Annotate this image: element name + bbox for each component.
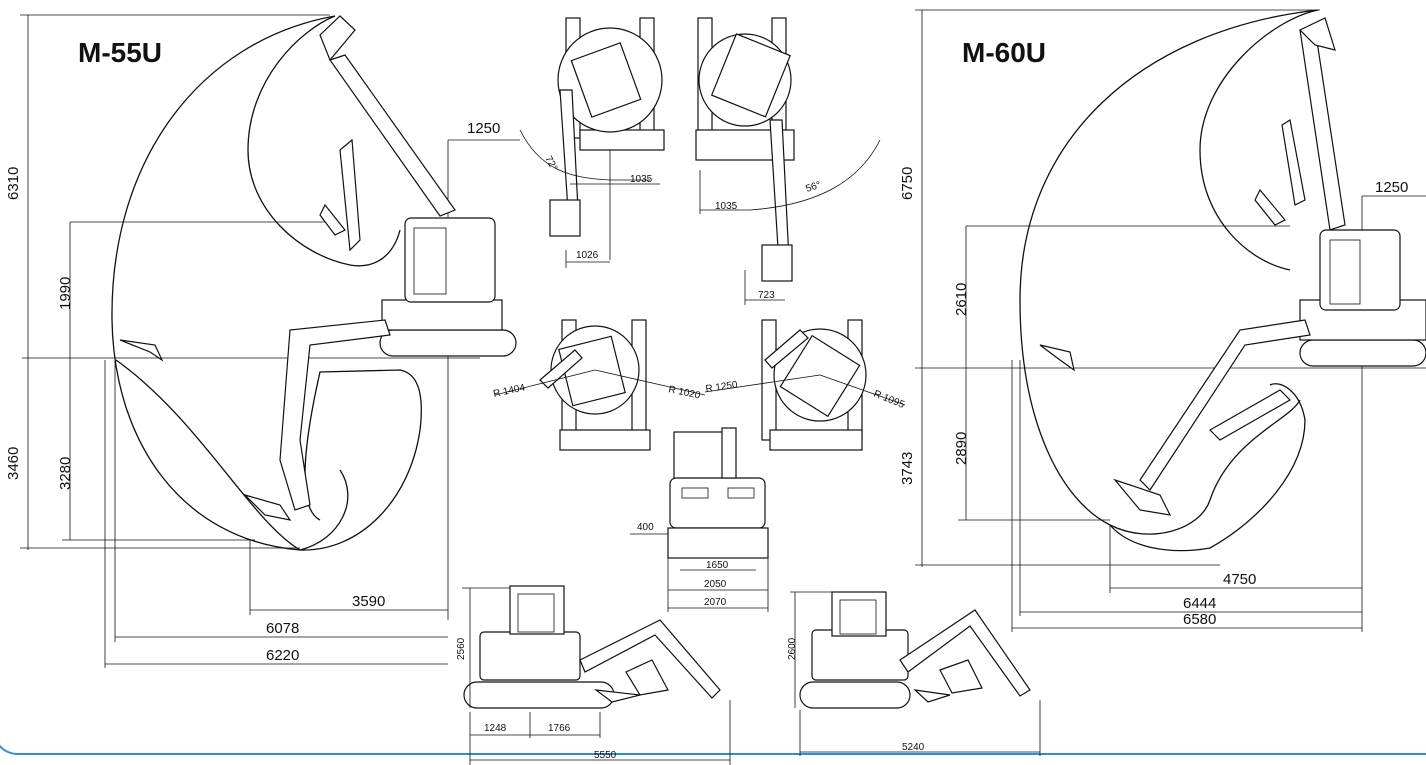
side-right-track xyxy=(799,681,911,709)
right-envelope-lower xyxy=(1109,383,1306,552)
right-model-title: M-60U xyxy=(962,37,1046,68)
radius-3: R 1250 xyxy=(705,380,739,395)
swing-left-angle: 72° xyxy=(542,154,559,173)
right-dim-reach-dig: 4750 xyxy=(1223,571,1256,588)
left-dim-above: 1990 xyxy=(57,277,74,310)
right-dim-swing-tail: 1250 xyxy=(1375,179,1408,196)
offset-left-inner: 1026 xyxy=(576,250,599,261)
side-left-height: 2560 xyxy=(456,637,467,660)
left-track xyxy=(379,329,517,357)
side-left-length: 5550 xyxy=(594,750,617,761)
top-view-radius-right: R 1250 R 1095 xyxy=(705,319,906,451)
side-right-height: 2600 xyxy=(787,637,798,660)
side-left-track xyxy=(463,681,615,709)
right-excavator xyxy=(1039,17,1426,516)
offset-right-inner: 723 xyxy=(758,290,775,301)
blade-height: 400 xyxy=(637,522,654,533)
side-view-left: 2560 1248 1766 5550 xyxy=(456,585,731,765)
left-envelope-inner xyxy=(247,15,401,267)
side-left-tracks: 1766 xyxy=(548,723,571,734)
left-envelope-lower xyxy=(115,359,349,551)
right-dim-lines xyxy=(915,9,1426,632)
front-view: 400 1650 2050 2070 xyxy=(630,427,769,612)
front-width: 2050 xyxy=(704,579,727,590)
left-working-range: M-55U 1250 6310 1990 3280 3460 3590 6078… xyxy=(5,14,520,668)
right-working-range: M-60U 1250 6750 2610 2890 3743 4750 6444… xyxy=(899,9,1426,632)
top-view-offset-right: 1035 56° 723 xyxy=(695,17,881,305)
left-dim-below-total: 3460 xyxy=(5,447,22,480)
right-dim-top-total: 6750 xyxy=(899,167,916,200)
offset-right-outer: 1035 xyxy=(715,201,738,212)
left-dim-reach-ground: 6078 xyxy=(266,620,299,637)
radius-1: R 1404 xyxy=(492,382,526,400)
radius-4: R 1095 xyxy=(872,389,906,411)
left-dim-top-total: 6310 xyxy=(5,167,22,200)
offset-left-outer: 1035 xyxy=(630,174,653,185)
front-cab xyxy=(673,431,729,481)
left-model-title: M-55U xyxy=(78,37,162,68)
left-dim-reach-max: 6220 xyxy=(266,647,299,664)
side-left-tail: 1248 xyxy=(484,723,507,734)
right-dim-below-total: 3743 xyxy=(899,452,916,485)
top-view-radius-left: R 1404 R 1020 xyxy=(492,319,706,451)
left-dim-swing-tail: 1250 xyxy=(467,120,500,137)
left-cab xyxy=(404,217,496,303)
right-envelope-outer xyxy=(1019,9,1319,535)
left-dim-below: 3280 xyxy=(57,457,74,490)
track-gauge: 1650 xyxy=(706,560,729,571)
radius-2: R 1020 xyxy=(667,384,701,402)
right-envelope-inner xyxy=(1199,9,1319,271)
right-dim-above: 2610 xyxy=(953,283,970,316)
right-dim-below: 2890 xyxy=(953,432,970,465)
left-excavator xyxy=(119,15,517,521)
left-dim-reach-dig: 3590 xyxy=(352,593,385,610)
swing-right-angle: 56° xyxy=(805,180,823,195)
blade-width: 2070 xyxy=(704,597,727,608)
side-view-right: 2600 5240 xyxy=(787,591,1041,756)
right-dim-reach-max: 6580 xyxy=(1183,611,1216,628)
right-track xyxy=(1299,339,1426,367)
top-view-offset-left: 72° 1035 1026 xyxy=(519,17,665,268)
side-right-length: 5240 xyxy=(902,742,925,753)
right-dim-reach-ground: 6444 xyxy=(1183,595,1216,612)
